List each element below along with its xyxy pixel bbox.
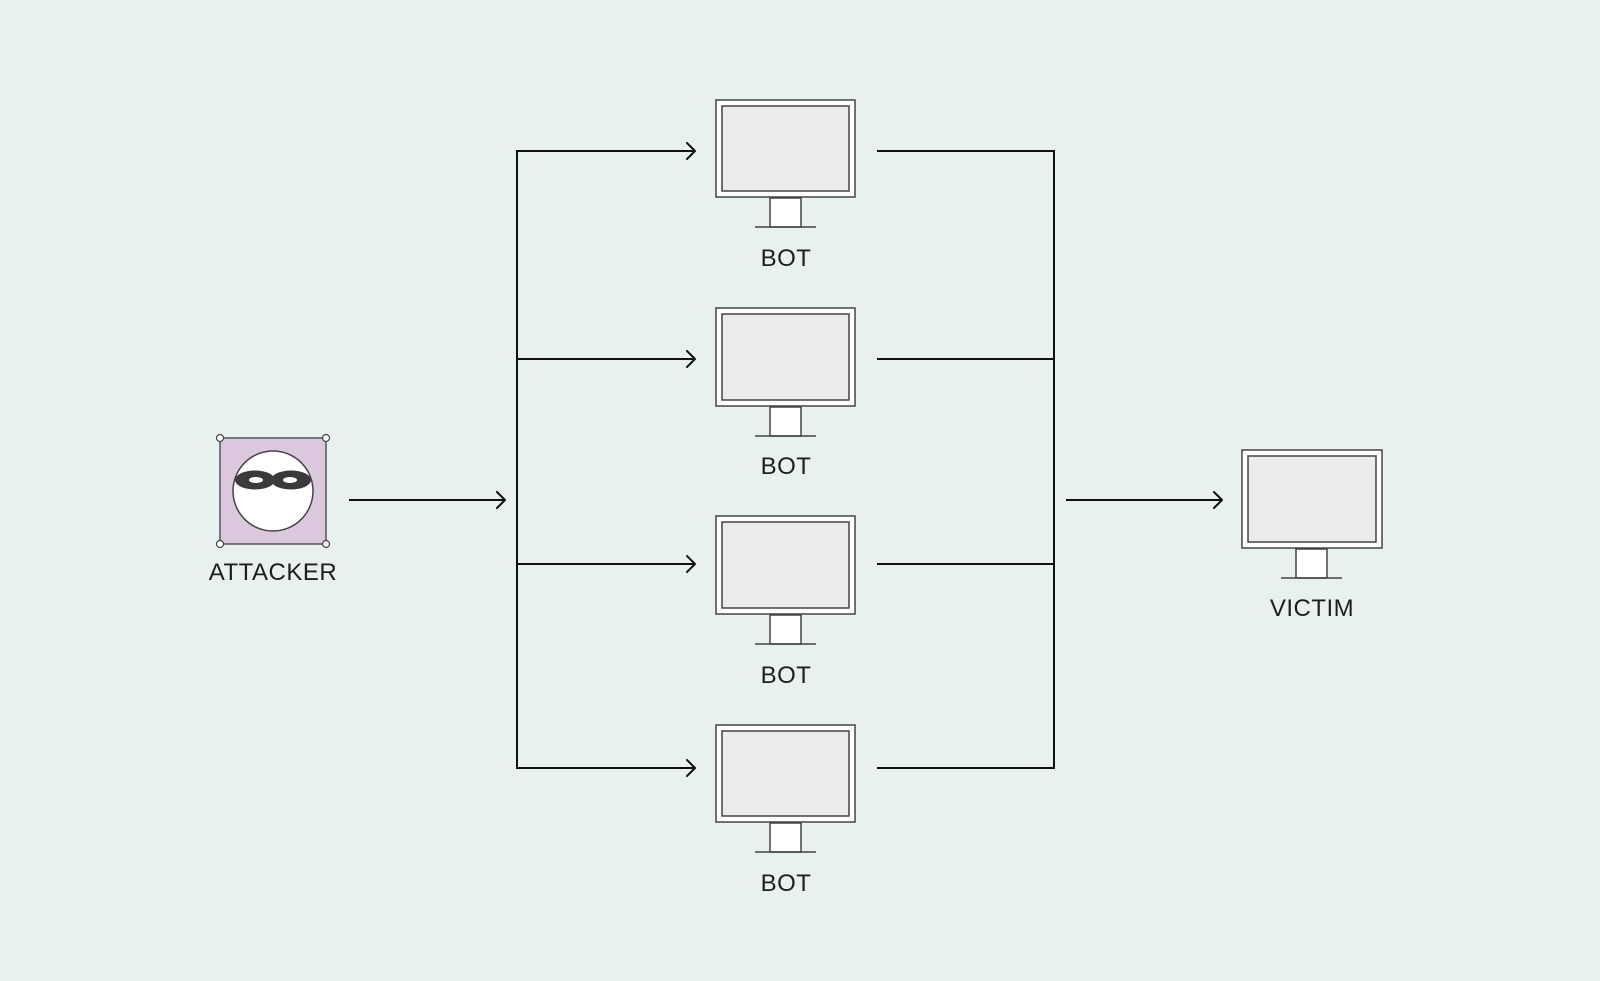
bot-node-4: BOT [715, 724, 856, 897]
masked-attacker-icon [215, 433, 331, 549]
attacker-node: ATTACKER [209, 433, 337, 586]
bot-label: BOT [761, 870, 812, 897]
bot-label: BOT [761, 245, 812, 272]
attacker-to-bus-arrow [349, 491, 506, 509]
monitor-icon [715, 515, 856, 645]
bot-label: BOT [761, 453, 812, 480]
bus-to-bot-4-arrow [516, 759, 696, 777]
bot-node-2: BOT [715, 307, 856, 480]
bus-to-bot-2-arrow [517, 350, 696, 368]
bus-to-bot-1-arrow [516, 142, 696, 160]
victim-label: VICTIM [1270, 595, 1354, 622]
monitor-icon [715, 724, 856, 853]
bot-node-1: BOT [715, 99, 856, 272]
monitor-icon [1241, 449, 1383, 579]
monitor-icon [715, 99, 856, 228]
monitor-icon [715, 307, 856, 437]
bot-label: BOT [761, 662, 812, 689]
bot-node-3: BOT [715, 515, 856, 689]
mask-icon [235, 470, 311, 490]
bus-to-victim-arrow [1066, 491, 1223, 509]
victim-node: VICTIM [1241, 449, 1383, 622]
attacker-label: ATTACKER [209, 559, 337, 586]
bus-to-bot-3-arrow [517, 555, 696, 573]
